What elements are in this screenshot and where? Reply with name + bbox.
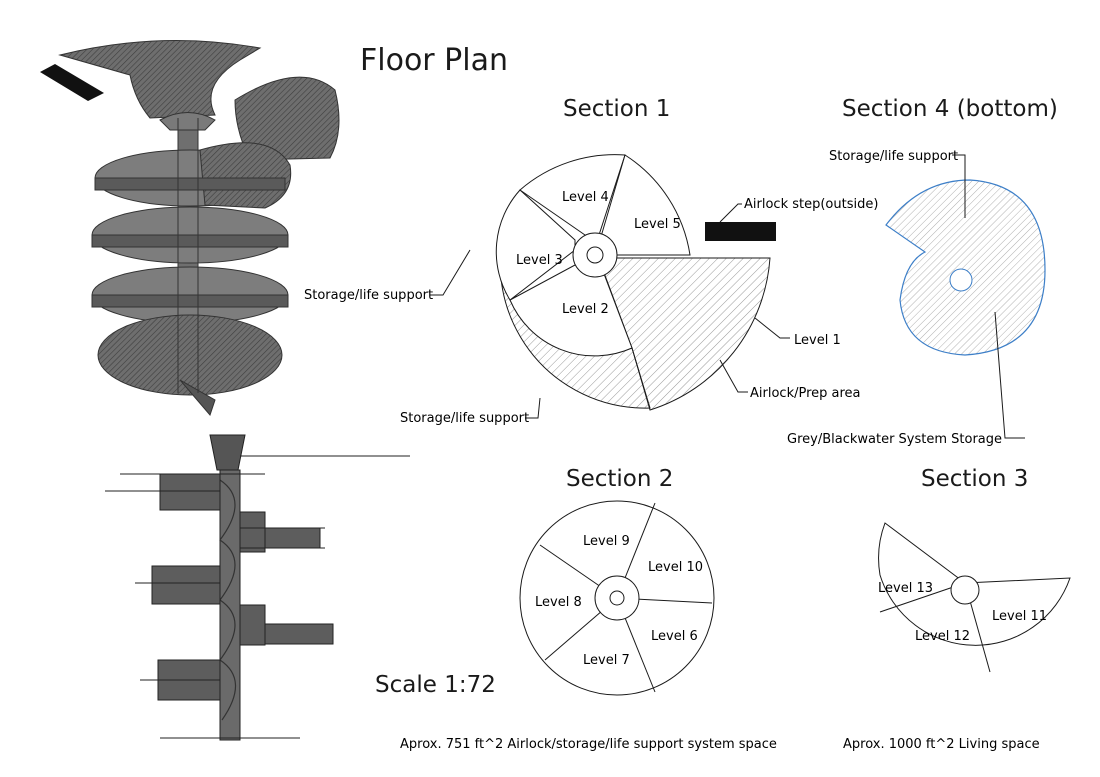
leader-s4-greywater: [994, 311, 1025, 439]
leader-airlock-prep: [719, 359, 748, 393]
section1-storage-bottom-label: Storage/life support: [400, 411, 529, 426]
elevation-floor-plate: [239, 604, 266, 646]
iso-disk-stack: [91, 142, 292, 416]
section4-greywater-label: Grey/Blackwater System Storage: [787, 432, 1002, 447]
section1-core: [586, 246, 604, 264]
elevation-floor-plate: [264, 623, 334, 645]
section3-level13-label: Level 13: [878, 581, 933, 596]
section3-level12-label: Level 12: [915, 629, 970, 644]
iso-disk-edge: [91, 234, 289, 248]
isometric-model: [40, 39, 340, 416]
section4-storage-label: Storage/life support: [829, 149, 958, 164]
section4-core: [949, 268, 973, 292]
section1-storage-left-label: Storage/life support: [304, 288, 433, 303]
scale-label: Scale 1:72: [375, 672, 496, 698]
section1-level3-label: Level 3: [516, 253, 563, 268]
section3-title: Section 3: [921, 466, 1028, 492]
leader-level1: [754, 317, 790, 339]
iso-column-cap: [159, 112, 216, 131]
iso-upper-wing: [234, 76, 340, 161]
section2-level9-label: Level 9: [583, 534, 630, 549]
iso-airlock-step: [40, 64, 104, 101]
section1-title: Section 1: [563, 96, 670, 122]
airlock-space-note: Aprox. 751 ft^2 Airlock/storage/life sup…: [400, 737, 777, 752]
section2-level8-label: Level 8: [535, 595, 582, 610]
leader-s4-storage: [952, 154, 966, 218]
iso-roof-disk: [58, 39, 262, 119]
section1-level1-label: Level 1: [794, 333, 841, 348]
section1-level5: [599, 154, 691, 256]
section3-level11-label: Level 11: [992, 609, 1047, 624]
section4-title: Section 4 (bottom): [842, 96, 1058, 122]
section-1-plan: [495, 154, 776, 411]
section-2-plan: [519, 500, 715, 696]
section1-level2-label: Level 2: [562, 302, 609, 317]
iso-disk-edge: [94, 177, 286, 191]
section3-hub: [950, 575, 980, 605]
section1-airlock-step-label: Airlock step(outside): [744, 197, 878, 212]
iso-disk-wing: [199, 142, 292, 209]
leader-airlock-step: [719, 203, 742, 223]
section1-level1-airlock: [597, 257, 771, 411]
section2-core: [609, 590, 625, 606]
section2-title: Section 2: [566, 466, 673, 492]
elevation-floor-plate: [239, 511, 266, 553]
living-space-note: Aprox. 1000 ft^2 Living space: [843, 737, 1040, 752]
section1-airlock-prep-label: Airlock/Prep area: [750, 386, 861, 401]
section1-level2: [509, 257, 633, 357]
elevation-floor-plate: [151, 565, 221, 605]
page-title: Floor Plan: [360, 43, 508, 78]
section1-level3: [495, 189, 576, 301]
section2-level6-label: Level 6: [651, 629, 698, 644]
elevation-floor-plate: [159, 473, 221, 511]
iso-disk-edge: [91, 294, 289, 308]
leader-storage-left: [430, 249, 471, 296]
section-3-plan: [878, 522, 1071, 673]
side-elevation: [105, 434, 410, 741]
leader-storage-bottom: [525, 397, 541, 419]
section-4-plan: [885, 179, 1046, 356]
section4-storage-disk: [885, 179, 1046, 356]
section2-level10-label: Level 10: [648, 560, 703, 575]
section1-level5-label: Level 5: [634, 217, 681, 232]
iso-bottom-disk: [97, 314, 283, 396]
section2-level7-label: Level 7: [583, 653, 630, 668]
leader-lines: [430, 154, 1025, 439]
section1-airlock-step: [705, 222, 776, 241]
section1-level4-label: Level 4: [562, 190, 609, 205]
